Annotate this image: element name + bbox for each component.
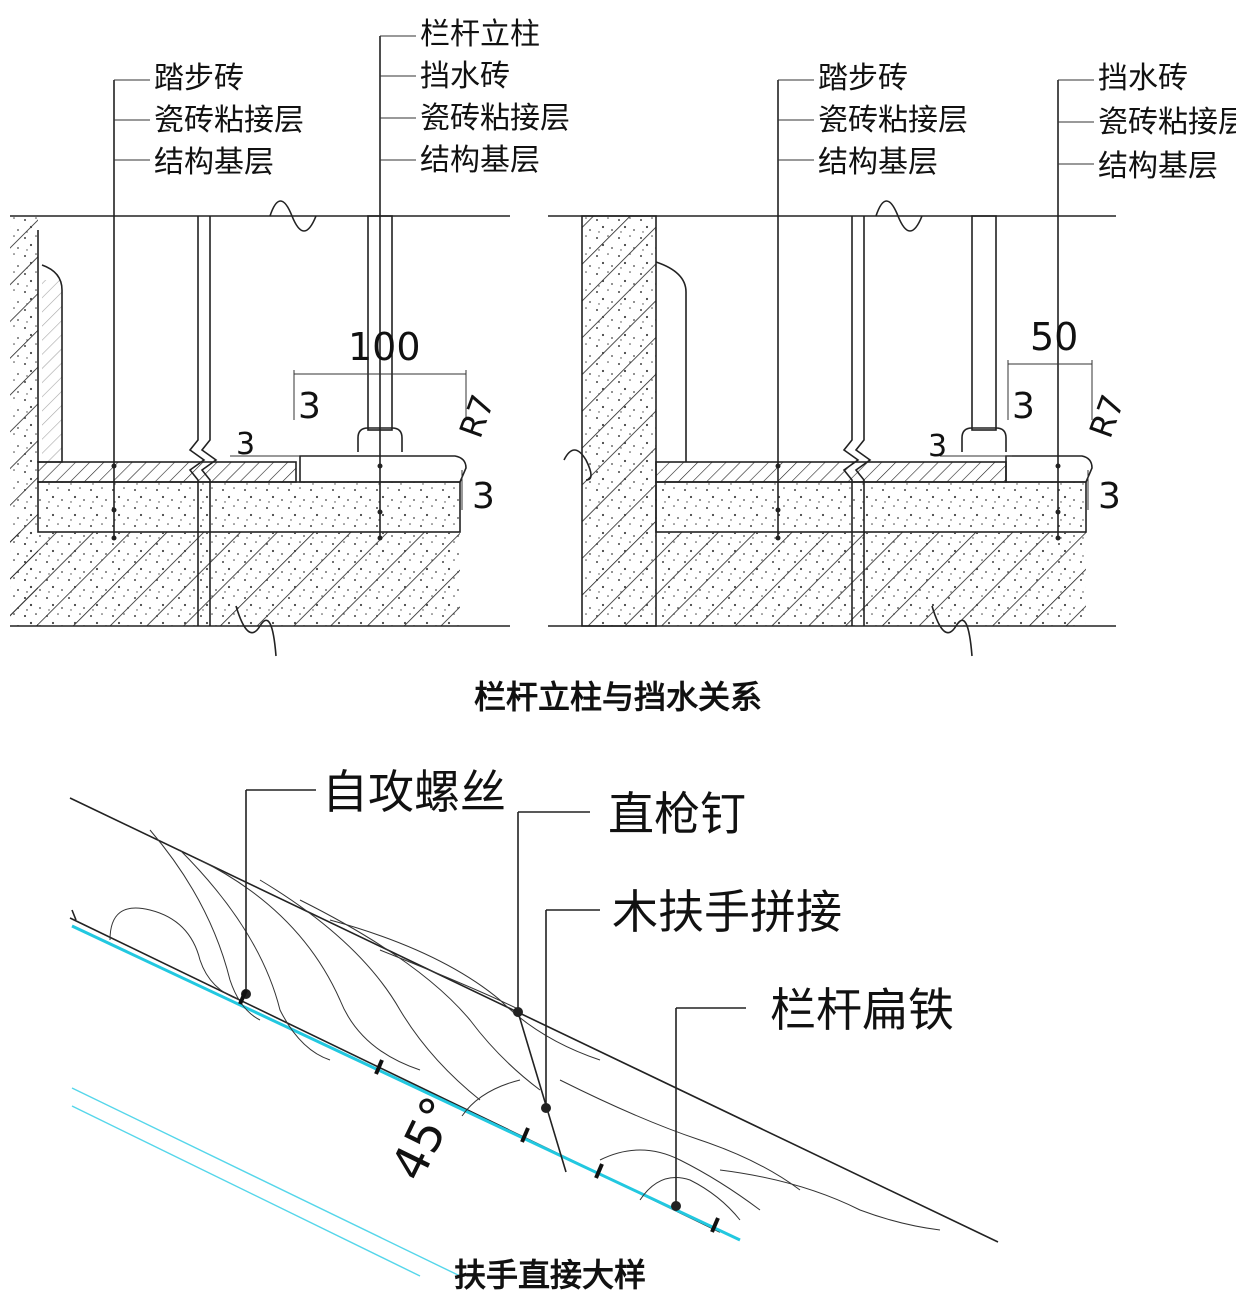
label-adhesive-2: 瓷砖粘接层	[420, 101, 570, 136]
label-water-stop-r: 挡水砖	[1098, 61, 1188, 96]
labels-right-set: 踏步砖 瓷砖粘接层 结构基层 挡水砖 瓷砖粘接层 结构基层 50 3 3 3 R…	[818, 61, 1236, 517]
label-flat-iron: 栏杆扁铁	[770, 983, 954, 1037]
label-water-stop: 挡水砖	[420, 59, 510, 94]
label-adhesive: 瓷砖粘接层	[154, 103, 304, 138]
label-adhesive-r2: 瓷砖粘接层	[1098, 105, 1236, 140]
label-adhesive-r: 瓷砖粘接层	[818, 103, 968, 138]
label-structure-2: 结构基层	[420, 143, 540, 178]
caption-bottom: 扶手直接大样	[454, 1256, 646, 1294]
label-structure: 结构基层	[154, 145, 274, 180]
detail-handrail	[69, 789, 999, 1277]
dim-top: 100	[348, 325, 421, 369]
label-brad-nail: 直枪钉	[608, 787, 746, 841]
label-structure-r2: 结构基层	[1098, 149, 1218, 184]
dim-c: 3	[472, 476, 495, 517]
label-structure-r: 结构基层	[818, 145, 938, 180]
radius-label: R7	[452, 390, 502, 443]
labels-handrail: 自攻螺丝 直枪钉 木扶手拼接 栏杆扁铁 45°	[322, 765, 954, 1189]
break-symbol	[269, 200, 317, 232]
adhesive-layer	[38, 482, 460, 532]
dim-a-r: 3	[1012, 386, 1035, 427]
label-tread-tile-r: 踏步砖	[818, 61, 908, 96]
labels-left-set: 踏步砖 瓷砖粘接层 结构基层 栏杆立柱 挡水砖 瓷砖粘接层 结构基层 100 3…	[154, 17, 570, 517]
water-stop-tile	[299, 455, 467, 483]
tread-tile	[38, 462, 296, 482]
label-wood-joint: 木扶手拼接	[612, 885, 842, 939]
dim-a: 3	[298, 386, 321, 427]
detail-left	[10, 35, 510, 657]
detail-right	[548, 79, 1116, 657]
dim-b: 3	[236, 427, 255, 462]
radius-label-r: R7	[1082, 390, 1132, 443]
bottom-break	[235, 605, 277, 657]
dim-c-r: 3	[1098, 476, 1121, 517]
dim-top-r: 50	[1030, 315, 1078, 359]
label-tread-tile: 踏步砖	[154, 61, 244, 96]
label-self-tapping-screw: 自攻螺丝	[322, 765, 506, 819]
caption-top: 栏杆立柱与挡水关系	[474, 678, 762, 716]
dim-b-r: 3	[928, 429, 947, 464]
label-post: 栏杆立柱	[420, 17, 540, 52]
